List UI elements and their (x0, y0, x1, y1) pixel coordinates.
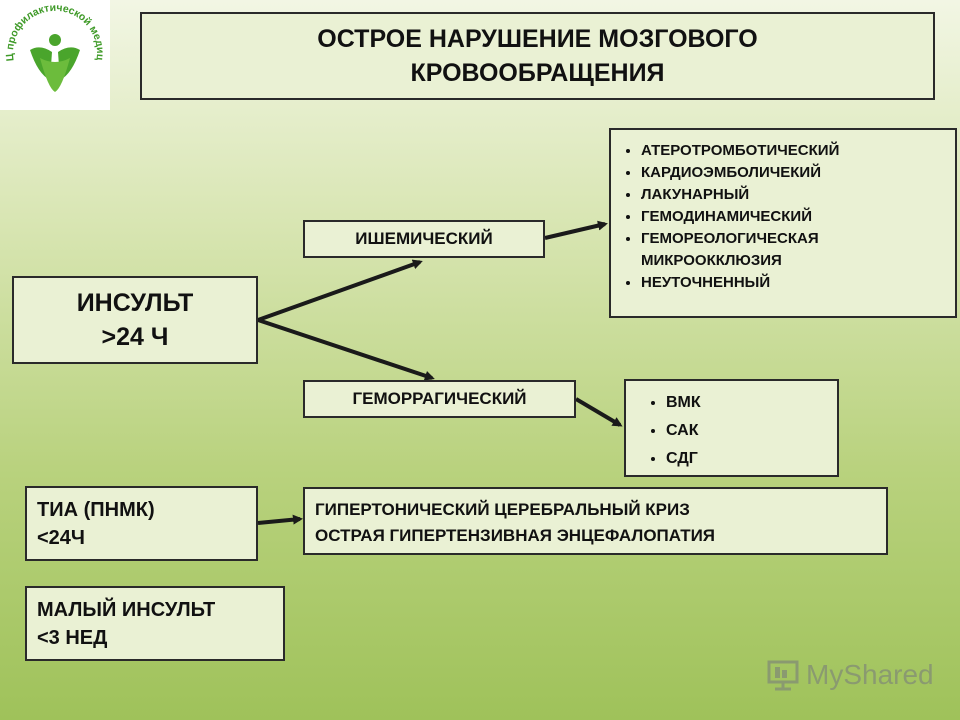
hypertensive-crisis-node: ГИПЕРТОНИЧЕСКИЙ ЦЕРЕБРАЛЬНЫЙ КРИЗ ОСТРАЯ… (303, 487, 888, 555)
tia-line-2: <24Ч (37, 527, 85, 549)
crisis-line-2: ОСТРАЯ ГИПЕРТЕНЗИВНАЯ ЭНЦЕФАЛОПАТИЯ (315, 526, 716, 545)
stroke-line-1: ИНСУЛЬТ (76, 289, 194, 317)
watermark: MyShared (766, 655, 934, 695)
minor-line-2: <3 НЕД (37, 627, 108, 649)
logo: ГНИЦ профилактической медицины (0, 0, 110, 110)
stroke-node: ИНСУЛЬТ >24 Ч (12, 276, 258, 364)
logo-emblem-icon: ГНИЦ профилактической медицины (0, 0, 106, 92)
tia-line-1: ТИА (ПНМК) (37, 499, 155, 521)
list-item: ГЕМОРЕОЛОГИЧЕСКАЯ МИКРООККЛЮЗИЯ (641, 228, 955, 272)
ischemic-subtypes-list: АТЕРОТРОМБОТИЧЕСКИЙ КАРДИОЭМБОЛИЧЕКИЙ ЛА… (609, 128, 957, 318)
stroke-line-2: >24 Ч (101, 323, 169, 351)
list-item: ЛАКУНАРНЫЙ (641, 184, 955, 206)
diagram-title: ОСТРОЕ НАРУШЕНИЕ МОЗГОВОГО КРОВООБРАЩЕНИ… (140, 12, 935, 100)
hemorrhagic-subtypes-list: ВМК САК СДГ (624, 379, 839, 477)
minor-stroke-node: МАЛЫЙ ИНСУЛЬТ <3 НЕД (25, 586, 285, 661)
list-item: ВМК (666, 389, 837, 417)
title-line-1: ОСТРОЕ НАРУШЕНИЕ МОЗГОВОГО (317, 25, 758, 53)
minor-line-1: МАЛЫЙ ИНСУЛЬТ (37, 599, 216, 621)
hemorrhagic-node: ГЕМОРРАГИЧЕСКИЙ (303, 380, 576, 418)
list-item: АТЕРОТРОМБОТИЧЕСКИЙ (641, 140, 955, 162)
tia-node: ТИА (ПНМК) <24Ч (25, 486, 258, 561)
list-item: СДГ (666, 445, 837, 473)
list-item: НЕУТОЧНЕННЫЙ (641, 272, 955, 294)
crisis-line-1: ГИПЕРТОНИЧЕСКИЙ ЦЕРЕБРАЛЬНЫЙ КРИЗ (315, 500, 690, 519)
presentation-icon (767, 660, 799, 691)
arrow-tia-to-crisis (257, 514, 303, 525)
arrow-ischemic-to-subtypes (544, 220, 608, 240)
title-line-2: КРОВООБРАЩЕНИЯ (410, 59, 665, 87)
list-item: САК (666, 417, 837, 445)
arrow-stroke-to-hemorrhagic (257, 318, 435, 381)
list-item: КАРДИОЭМБОЛИЧЕКИЙ (641, 162, 955, 184)
arrow-hemorrhagic-to-subtypes (574, 397, 623, 427)
ischemic-node: ИШЕМИЧЕСКИЙ (303, 220, 545, 258)
watermark-brand: MyShared (806, 659, 934, 690)
list-item: ГЕМОДИНАМИЧЕСКИЙ (641, 206, 955, 228)
arrow-stroke-to-ischemic (257, 259, 423, 322)
